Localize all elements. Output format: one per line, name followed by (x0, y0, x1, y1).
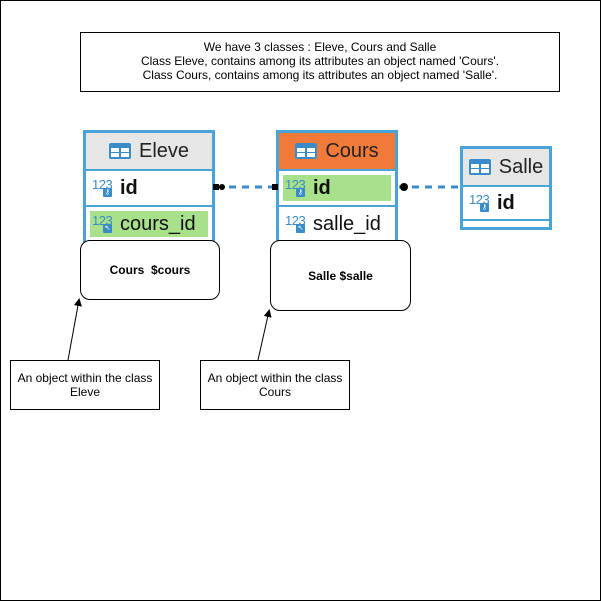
caption-cours-object: An object within the class Cours (200, 360, 350, 410)
foreign-key-icon: 123↖ (285, 213, 306, 233)
field-row-cours-id: 123↖ cours_id (86, 207, 212, 241)
object-bubble-salle: Salle $salle (270, 240, 411, 311)
bubble-label: Salle $salle (308, 268, 373, 283)
table-cours-header: Cours (279, 133, 395, 171)
field-name: cours_id (120, 212, 196, 235)
key-number-icon: 123⚷ (92, 177, 113, 197)
field-name: id (120, 176, 138, 199)
caption-line: Cours (258, 385, 291, 399)
field-row-id: 123⚷ id (279, 171, 395, 207)
table-name: Cours (325, 139, 379, 162)
key-number-icon: 123⚷ (285, 177, 306, 197)
table-salle-header: Salle (463, 149, 549, 187)
table-icon (468, 159, 491, 175)
field-name: id (497, 191, 515, 214)
relation-eleve-cours (213, 184, 278, 190)
table-icon (295, 143, 318, 159)
table-name: Salle (498, 155, 544, 178)
description-note: We have 3 classes : Eleve, Cours and Sal… (80, 32, 560, 92)
relation-cours-salle (399, 183, 460, 191)
note-line: We have 3 classes : Eleve, Cours and Sal… (203, 40, 437, 54)
field-row-salle-id: 123↖ salle_id (279, 207, 395, 241)
field-name: salle_id (313, 212, 381, 235)
note-line: Class Eleve, contains among its attribut… (140, 54, 500, 68)
table-name: Eleve (138, 139, 190, 162)
arrow-to-cours-object (67, 298, 82, 361)
bubble-label: Cours $cours (109, 263, 191, 277)
caption-line: An object within the class (17, 371, 153, 385)
key-number-icon: 123⚷ (469, 192, 490, 212)
object-bubble-cours: Cours $cours (80, 240, 220, 300)
table-eleve-header: Eleve (86, 133, 212, 171)
caption-eleve-object: An object within the class Eleve (10, 360, 160, 410)
field-row-id: 123⚷ id (463, 187, 549, 221)
table-salle: Salle 123⚷ id (460, 146, 552, 230)
table-icon (108, 143, 131, 159)
field-name: id (313, 176, 331, 199)
arrow-to-salle-object (257, 309, 272, 361)
table-eleve: Eleve 123⚷ id 123↖ cours_id (83, 130, 215, 245)
field-row-id: 123⚷ id (86, 171, 212, 207)
caption-line: An object within the class (207, 371, 343, 385)
caption-line: Eleve (69, 385, 101, 399)
foreign-key-icon: 123↖ (92, 213, 113, 233)
note-line: Class Cours, contains among its attribut… (142, 68, 498, 82)
